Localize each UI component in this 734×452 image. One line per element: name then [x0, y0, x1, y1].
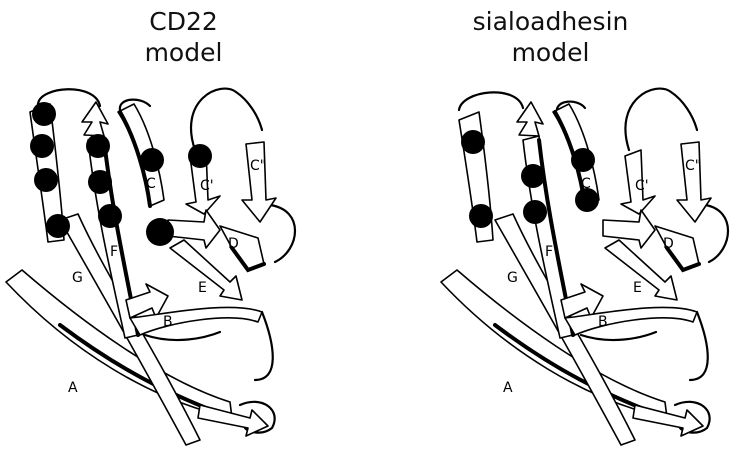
residue-dot	[523, 200, 547, 224]
cd22-model-panel: CD22 model	[0, 0, 367, 452]
label-a: A	[503, 380, 513, 396]
strand-d	[168, 210, 220, 248]
label-g: G	[507, 270, 518, 286]
label-a: A	[68, 380, 78, 396]
residue-dot	[188, 144, 212, 168]
residue-dot	[146, 218, 174, 246]
label-g: G	[72, 270, 83, 286]
label-e: E	[198, 280, 207, 296]
residue-dot	[521, 164, 545, 188]
strand-c-double-prime	[242, 142, 276, 222]
label-b: B	[598, 314, 608, 330]
label-c-double-prime: C"	[250, 158, 266, 174]
label-d: D	[228, 236, 239, 252]
label-c: C	[146, 176, 156, 192]
residue-dot	[469, 204, 493, 228]
residue-dot	[461, 130, 485, 154]
sialoadhesin-model-panel: sialoadhesin model	[367, 0, 734, 452]
strand-d	[603, 210, 655, 248]
loop-top-left	[459, 92, 523, 110]
label-c-prime: C'	[200, 178, 214, 194]
loop-b-bottom	[581, 332, 656, 340]
residue-dot	[32, 102, 56, 126]
cd22-ribbon-diagram: A B C C' C" D E F G	[0, 0, 367, 452]
strand-bottom-arrow	[198, 405, 268, 436]
label-c-double-prime: C"	[685, 158, 701, 174]
residue-dot	[88, 170, 112, 194]
loop-cpp-top	[625, 89, 697, 150]
label-e: E	[633, 280, 642, 296]
sialoadhesin-ribbon-diagram: A B C C' C" D E F G	[367, 0, 734, 452]
label-f: F	[545, 244, 553, 260]
label-f: F	[110, 244, 118, 260]
loop-d-right	[270, 205, 295, 262]
strand-b-tail	[565, 307, 697, 335]
strand-b-tail	[130, 307, 262, 335]
strand-bottom-arrow	[633, 405, 703, 436]
strand-second-column	[82, 102, 108, 136]
label-b: B	[163, 314, 173, 330]
loop-d-right	[705, 205, 728, 262]
residue-dot	[571, 148, 595, 172]
residue-dot	[140, 148, 164, 172]
strand-c-double-prime	[677, 142, 711, 222]
residue-dot	[86, 134, 110, 158]
loop-cpp-top	[191, 89, 262, 150]
residue-dot	[98, 204, 122, 228]
loop-b-bottom	[145, 332, 220, 340]
label-d: D	[663, 236, 674, 252]
label-c-prime: C'	[635, 178, 649, 194]
residue-dot	[34, 168, 58, 192]
residue-dot	[30, 134, 54, 158]
residue-dot	[575, 188, 599, 212]
residue-dot	[46, 214, 70, 238]
strand-second-column	[517, 102, 543, 136]
